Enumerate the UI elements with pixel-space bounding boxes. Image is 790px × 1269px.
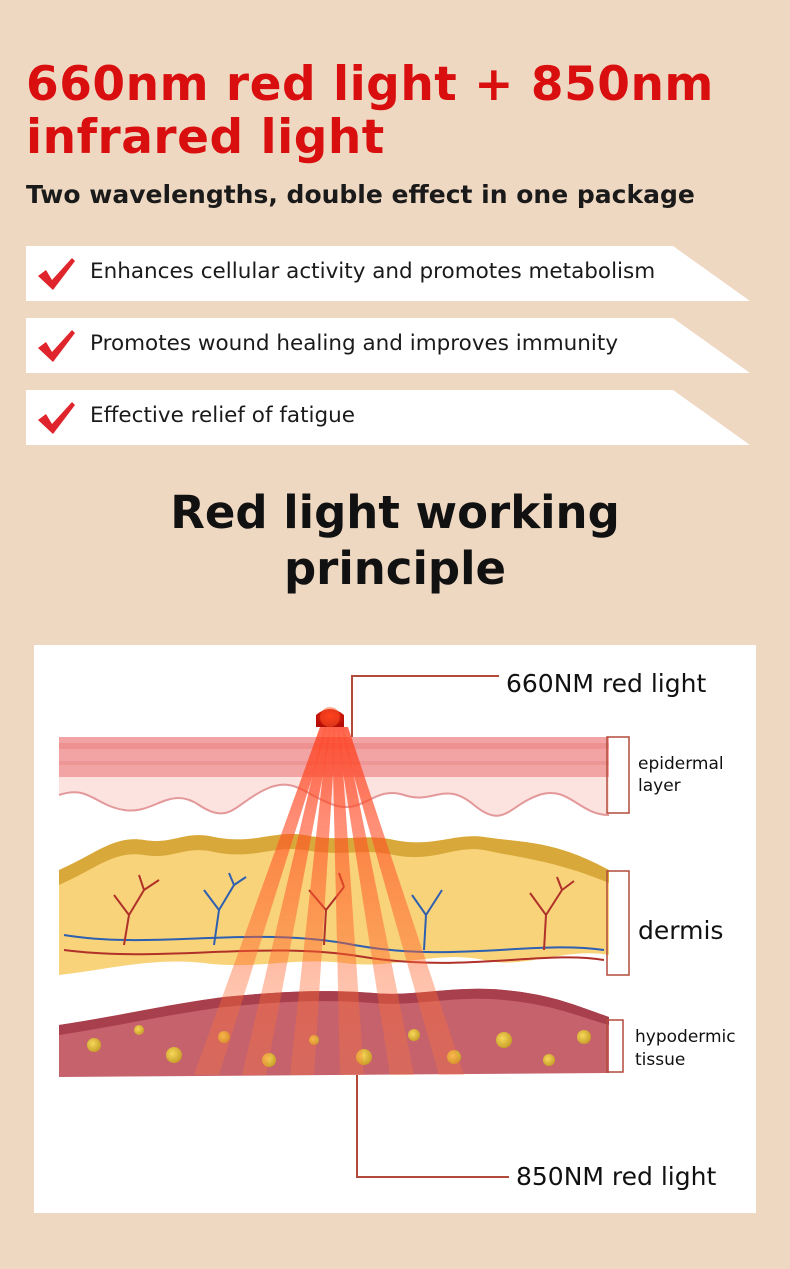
feature-item-metabolism: Enhances cellular activity and promotes … <box>26 246 750 301</box>
label-epidermal-line-2: layer <box>638 776 681 796</box>
label-epidermal-layer: epidermal layer <box>638 753 724 797</box>
section-title: Red light working principle <box>0 485 790 597</box>
check-icon <box>38 258 75 290</box>
light-beams <box>194 727 464 1075</box>
feature-label: Enhances cellular activity and promotes … <box>90 259 656 284</box>
label-dermis: dermis <box>638 916 724 945</box>
label-660nm: 660NM red light <box>506 669 707 698</box>
skin-diagram: 660NM red light epidermal layer dermis h… <box>34 645 756 1213</box>
feature-label: Effective relief of fatigue <box>90 403 356 428</box>
headline-line-1: 660nm red light + 850nm <box>26 57 714 112</box>
label-hypodermic-line-2: tissue <box>635 1050 686 1070</box>
epidermal-bracket <box>606 736 630 814</box>
headline: 660nm red light + 850nm infrared light <box>26 58 766 164</box>
section-title-line-1: Red light working <box>170 486 620 539</box>
bottom-leader-line <box>356 1075 509 1178</box>
hypodermic-layer <box>59 988 609 1077</box>
top-leader-line <box>351 675 499 750</box>
label-hypodermic-line-1: hypodermic <box>635 1027 736 1047</box>
label-epidermal-line-1: epidermal <box>638 754 724 774</box>
skin-layers-illustration <box>58 675 630 1178</box>
section-title-line-2: principle <box>283 542 507 595</box>
feature-item-healing: Promotes wound healing and improves immu… <box>26 318 750 373</box>
label-850nm: 850NM red light <box>516 1162 717 1191</box>
subheadline: Two wavelengths, double effect in one pa… <box>26 180 695 209</box>
check-icon <box>38 402 75 434</box>
dermis-layer <box>59 833 609 975</box>
headline-line-2: infrared light <box>26 110 385 165</box>
light-bulb-icon <box>316 707 344 727</box>
check-icon <box>38 330 75 362</box>
label-hypodermic-tissue: hypodermic tissue <box>635 1026 736 1072</box>
feature-label: Promotes wound healing and improves immu… <box>90 331 619 356</box>
dermis-bracket <box>606 870 630 976</box>
hypodermic-bracket <box>606 1019 624 1073</box>
feature-item-fatigue: Effective relief of fatigue <box>26 390 750 445</box>
